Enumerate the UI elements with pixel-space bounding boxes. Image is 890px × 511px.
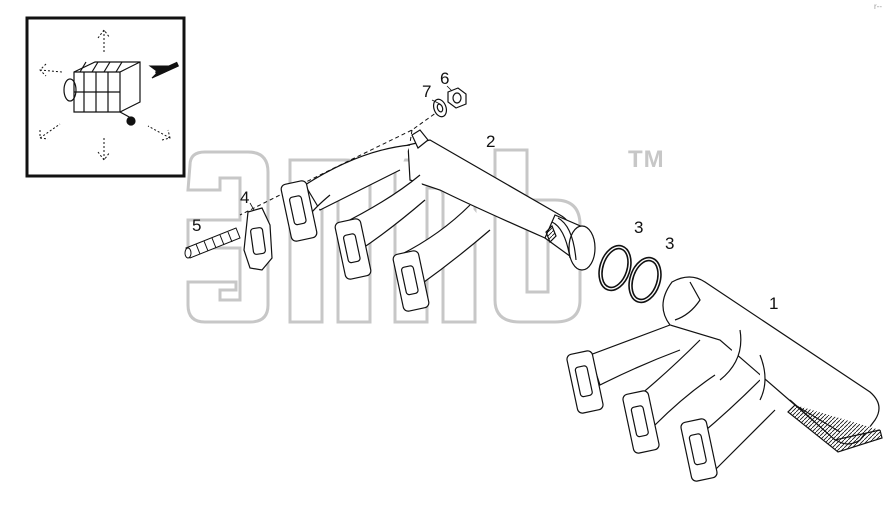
callout-5: 5	[192, 216, 202, 235]
callout-3b: 3	[665, 234, 675, 253]
sealing-rings	[598, 244, 662, 304]
rear-manifold-part	[566, 276, 883, 482]
corner-mark: r--	[874, 2, 882, 11]
callout-4: 4	[240, 188, 250, 207]
front-manifold-part	[280, 129, 596, 312]
callout-2: 2	[486, 132, 496, 151]
callout-6: 6	[440, 69, 450, 88]
direction-arrow-icon	[39, 29, 171, 161]
engine-orientation-icon	[25, 16, 186, 178]
stud-part	[184, 227, 241, 259]
callout-1: 1	[769, 294, 779, 313]
callout-7: 7	[422, 82, 432, 101]
washer-part	[432, 98, 448, 118]
nut-part	[447, 87, 467, 109]
watermark-trademark: TM	[628, 146, 665, 173]
gasket-part	[243, 207, 273, 271]
leader-lines	[249, 85, 453, 211]
callout-3a: 3	[634, 218, 644, 237]
